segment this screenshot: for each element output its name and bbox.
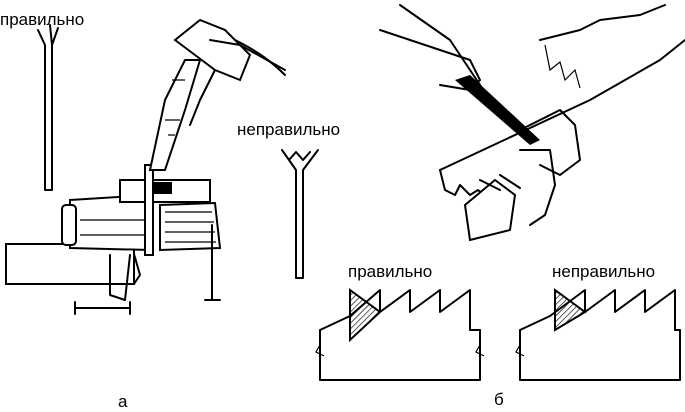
incorrect-tooth-profile	[515, 288, 681, 381]
caption-b: б	[494, 390, 504, 409]
saw-filing-scene	[379, 4, 685, 242]
label-correct-right: правильно	[348, 262, 433, 281]
label-incorrect-right: неправильно	[552, 262, 656, 281]
label-incorrect-left: неправильно	[237, 120, 341, 139]
bench-vise	[5, 164, 222, 315]
incorrect-set-sample	[281, 149, 319, 279]
setting-pliers	[148, 18, 286, 171]
correct-tooth-profile	[315, 288, 485, 381]
caption-a: а	[118, 392, 128, 411]
label-correct-left: правильно	[0, 10, 85, 29]
correct-set-sample	[37, 24, 59, 191]
